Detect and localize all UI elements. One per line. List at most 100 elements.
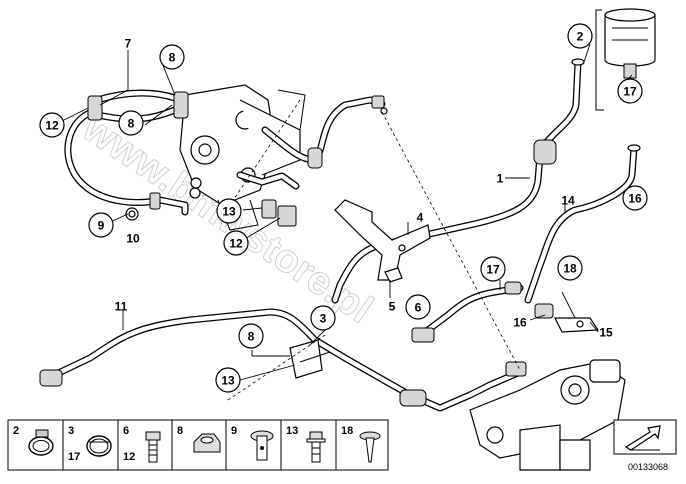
callout-label: 6 [415,301,422,315]
suction-hose-1 [331,58,585,304]
callout-circle [557,255,583,281]
callout-circle [223,230,249,256]
callout-8: 8 [238,323,264,349]
callout-label: 2 [577,30,584,44]
callout-circle [215,367,241,393]
banjo-bolt-icon [250,430,274,461]
hex-bolt-icon [145,431,161,463]
image-code: 00133068 [628,462,668,472]
bracket-15 [554,317,600,333]
callout-circle [622,185,648,211]
callout-1: 1 [497,172,504,186]
legend-item-2: 2 [13,425,54,456]
pressure-hose-upper [261,95,388,169]
callout-label: 11 [115,300,128,314]
callout-label: 4 [417,211,424,225]
reference-line [227,334,326,401]
pressure-hose-11 [39,308,527,412]
callout-13: 13 [215,367,241,393]
callout-18: 18 [557,255,583,281]
callout-16: 16 [513,316,527,330]
callout-12: 12 [223,230,249,256]
callout-6: 6 [405,294,431,320]
hose-clamp-icon [28,429,54,456]
reference-line [381,111,521,371]
callout-circle [39,112,65,138]
callout-label: 13 [222,205,236,219]
callout-label: 13 [221,374,235,388]
legend-item-18: 18 [335,420,381,470]
screw-clip-icon [359,431,381,463]
callout-label: 12 [229,237,243,251]
callout-circle [617,78,643,104]
callout-circle [567,23,593,49]
callouts: 7 8 12 8 9 10 13 12 2 17 1 14 16 4 5 6 17 18 16 15 11 8 3 13 [39,23,648,393]
legend-label: 9 [231,425,237,437]
band-clamp-icon [86,435,112,457]
bracket-4 [334,199,431,283]
callout-circle [405,294,431,320]
callout-3: 3 [310,305,336,331]
reservoir [595,8,656,111]
return-hose-14 [524,144,641,304]
callout-8: 8 [118,110,144,136]
callout-9: 9 [88,212,114,238]
callout-14: 14 [561,194,575,208]
callout-circle [216,198,242,224]
flange-bolt-icon [306,431,326,463]
callout-label: 16 [628,192,642,206]
callout-label: 8 [128,117,135,131]
callout-4: 4 [417,211,424,225]
banjo-fitting-group [125,171,300,227]
callout-label: 9 [98,219,105,233]
callout-16: 16 [622,185,648,211]
callout-label: 8 [169,51,176,65]
legend-label: 12 [123,451,135,463]
hex-nut-icon [193,433,221,453]
callout-label: 14 [561,194,575,208]
callout-label: 1 [497,172,504,186]
callout-label: 16 [513,316,527,330]
callout-10: 10 [126,232,140,246]
legend-label: 18 [341,425,353,437]
leader-lines [59,43,633,381]
callout-7: 7 [125,37,132,51]
callout-label: 17 [486,263,500,277]
hose-clamp [173,91,189,119]
legend-item-6: 6 12 [117,420,161,470]
callout-circle [118,110,144,136]
hose-clamp [87,95,103,121]
callout-2: 2 [567,23,593,49]
callout-label: 3 [320,312,327,326]
callout-circle [238,323,264,349]
callout-label: 8 [248,330,255,344]
legend-item-9: 9 [225,420,274,470]
callout-8: 8 [159,44,185,70]
legend-item-3: 3 17 [62,420,112,470]
legend-label: 17 [68,451,80,463]
callout-circle [88,212,114,238]
legend-label: 8 [177,425,183,437]
callout-5: 5 [389,300,396,314]
return-hose-17 [411,281,554,343]
callout-label: 5 [389,300,396,314]
callout-13: 13 [216,198,242,224]
callout-17: 17 [480,256,506,282]
hose-clamp [149,192,161,210]
callout-label: 10 [126,232,140,246]
legend-label: 3 [68,425,74,437]
legend-label: 6 [123,425,129,437]
callout-circle [159,44,185,70]
callout-label: 12 [45,119,59,133]
legend-item-8: 8 [171,420,221,470]
callout-12: 12 [39,112,65,138]
callout-label: 15 [599,326,613,340]
callout-circle [480,256,506,282]
callout-label: 18 [563,262,577,276]
callout-label: 17 [623,85,637,99]
callout-17: 17 [617,78,643,104]
legend-label: 2 [13,425,19,437]
image-code-box: 00133068 [613,419,677,472]
